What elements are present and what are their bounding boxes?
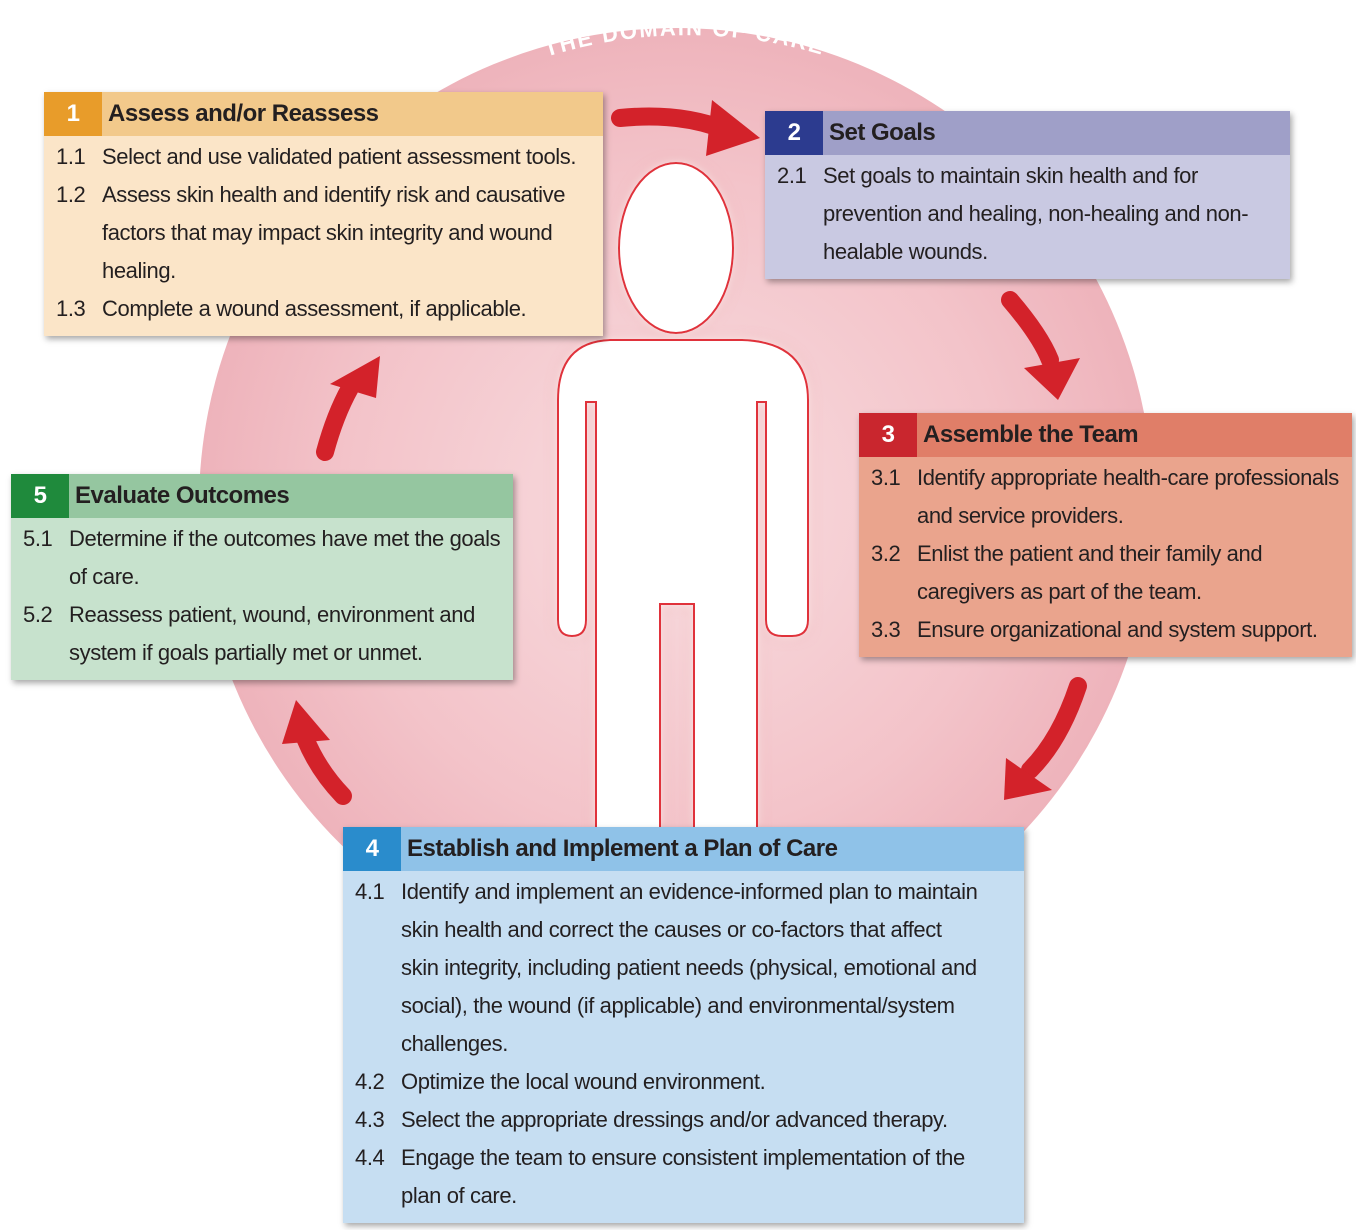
item-number: 4.2: [355, 1069, 385, 1094]
step-2-body: 2.1 Set goals to maintain skin health and…: [765, 155, 1290, 279]
item-text: Identify and implement an evidence-infor…: [401, 879, 978, 1056]
step-5-title: Evaluate Outcomes: [75, 482, 290, 509]
item-text: Set goals to maintain skin health and fo…: [823, 163, 1249, 264]
step-2-box: 2 Set Goals 2.1 Set goals to maintain ski…: [765, 111, 1290, 279]
item-text: Select and use validated patient assessm…: [102, 144, 577, 169]
item-text: Assess skin health and identify risk and…: [102, 182, 566, 283]
human-figure: [557, 162, 809, 831]
item-text: Optimize the local wound environment.: [401, 1069, 766, 1094]
step-1-title: Assess and/or Reassess: [108, 100, 379, 127]
step-3-title: Assemble the Team: [923, 421, 1139, 448]
list-item: 3.3 Ensure organizational and system supp…: [871, 611, 1344, 649]
step-1-body: 1.1 Select and use validated patient asse…: [44, 136, 603, 336]
arrow-3-to-4-icon: [1004, 677, 1087, 800]
item-number: 4.4: [355, 1145, 385, 1170]
list-item: 2.1 Set goals to maintain skin health and…: [777, 157, 1282, 271]
list-item: 5.1 Determine if the outcomes have met th…: [23, 520, 505, 596]
step-5-number: 5: [11, 474, 69, 518]
step-1-number: 1: [44, 92, 102, 136]
list-item: 4.1 Identify and implement an evidence-in…: [355, 873, 984, 1063]
step-2-title: Set Goals: [829, 119, 936, 146]
step-2-number: 2: [765, 111, 823, 155]
step-5-box: 5 Evaluate Outcomes 5.1 Determine if the …: [11, 474, 513, 680]
item-number: 1.1: [56, 144, 86, 169]
item-text: Enlist the patient and their family and …: [917, 541, 1263, 604]
cycle-arrows: [282, 100, 1087, 805]
list-item: 4.3 Select the appropriate dressings and/…: [355, 1101, 984, 1139]
item-number: 4.3: [355, 1107, 385, 1132]
step-5-body: 5.1 Determine if the outcomes have met th…: [11, 518, 513, 680]
step-4-box: 4 Establish and Implement a Plan of Care…: [343, 827, 1024, 1223]
item-text: Reassess patient, wound, environment and…: [69, 602, 475, 665]
item-number: 3.2: [871, 541, 901, 566]
step-3-box: 3 Assemble the Team 3.1 Identify appropri…: [859, 413, 1352, 657]
step-4-title: Establish and Implement a Plan of Care: [407, 835, 838, 862]
step-4-body: 4.1 Identify and implement an evidence-in…: [343, 871, 1024, 1223]
list-item: 1.2 Assess skin health and identify risk …: [56, 176, 595, 290]
list-item: 1.1 Select and use validated patient asse…: [56, 138, 595, 176]
step-3-header: 3 Assemble the Team: [859, 413, 1352, 457]
step-4-number: 4: [343, 827, 401, 871]
item-number: 3.1: [871, 465, 901, 490]
step-2-header: 2 Set Goals: [765, 111, 1290, 155]
step-1-box: 1 Assess and/or Reassess 1.1 Select and u…: [44, 92, 603, 336]
arrow-4-to-5-icon: [282, 700, 352, 805]
arrow-5-to-1-icon: [316, 356, 380, 461]
item-number: 5.1: [23, 526, 53, 551]
item-number: 3.3: [871, 617, 901, 642]
item-number: 1.3: [56, 296, 86, 321]
arrow-2-to-3-icon: [1001, 291, 1080, 400]
list-item: 4.2 Optimize the local wound environment.: [355, 1063, 984, 1101]
item-text: Determine if the outcomes have met the g…: [69, 526, 501, 589]
list-item: 5.2 Reassess patient, wound, environment …: [23, 596, 505, 672]
item-text: Identify appropriate health-care profess…: [917, 465, 1339, 528]
item-number: 2.1: [777, 163, 807, 188]
item-number: 4.1: [355, 879, 385, 904]
step-3-body: 3.1 Identify appropriate health-care prof…: [859, 457, 1352, 657]
item-text: Select the appropriate dressings and/or …: [401, 1107, 948, 1132]
step-4-header: 4 Establish and Implement a Plan of Care: [343, 827, 1024, 871]
list-item: 3.2 Enlist the patient and their family a…: [871, 535, 1344, 611]
item-text: Complete a wound assessment, if applicab…: [102, 296, 527, 321]
list-item: 3.1 Identify appropriate health-care prof…: [871, 459, 1344, 535]
list-item: 1.3 Complete a wound assessment, if appli…: [56, 290, 595, 328]
item-number: 1.2: [56, 182, 86, 207]
item-text: Engage the team to ensure consistent imp…: [401, 1145, 965, 1208]
item-number: 5.2: [23, 602, 53, 627]
step-5-header: 5 Evaluate Outcomes: [11, 474, 513, 518]
item-text: Ensure organizational and system support…: [917, 617, 1318, 642]
arrow-1-to-2-icon: [611, 100, 760, 156]
list-item: 4.4 Engage the team to ensure consistent …: [355, 1139, 984, 1215]
step-3-number: 3: [859, 413, 917, 457]
step-1-header: 1 Assess and/or Reassess: [44, 92, 603, 136]
